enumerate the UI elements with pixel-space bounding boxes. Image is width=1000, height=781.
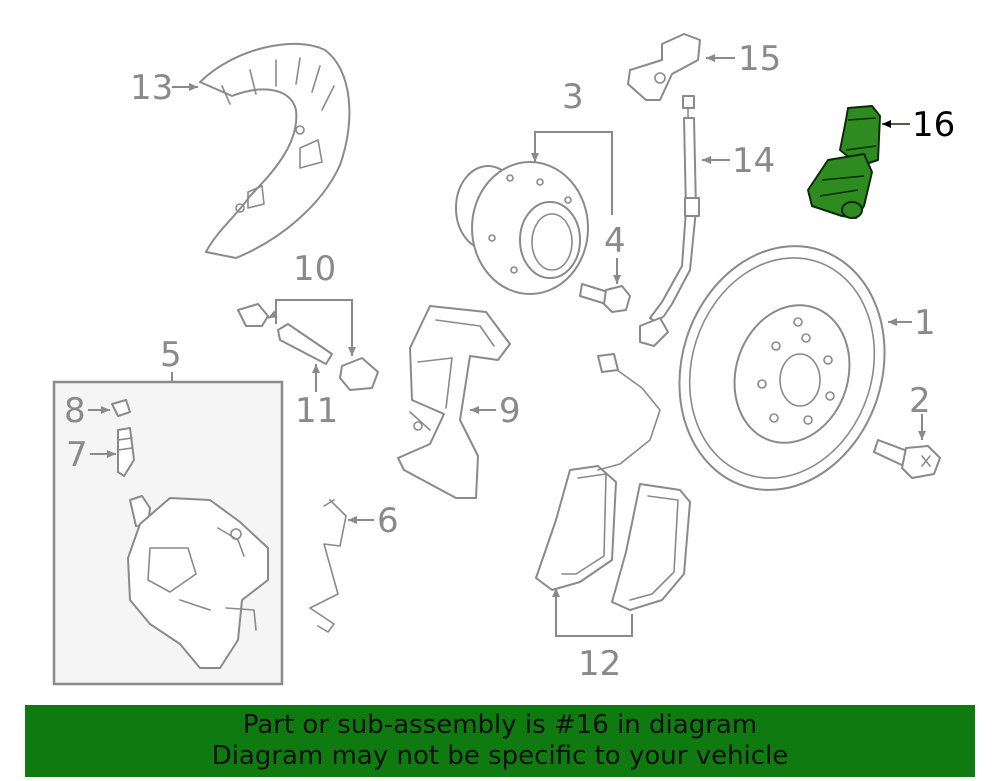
brake-exploded-diagram: 13 15 3 4 14 <box>52 33 955 686</box>
guide-bushing-part <box>339 357 379 391</box>
bleed-screw-part <box>117 427 135 477</box>
retaining-spring-part <box>309 499 347 633</box>
callout-13: 13 <box>130 68 173 108</box>
callout-2: 2 <box>909 381 931 421</box>
guide-pin-bolt-part <box>237 303 269 327</box>
callout-16: 16 <box>912 105 955 145</box>
callout-9: 9 <box>499 391 521 431</box>
callout-12: 12 <box>578 644 621 684</box>
callout-15: 15 <box>738 39 781 79</box>
brake-hose-part <box>639 95 700 347</box>
callout-6: 6 <box>377 501 399 541</box>
wheel-bolt-part <box>873 439 941 479</box>
brake-caliper-part <box>127 495 269 669</box>
callout-3: 3 <box>562 77 584 117</box>
wear-sensor-wire-part <box>597 353 661 471</box>
guide-pin-part <box>277 323 333 365</box>
callout-4: 4 <box>604 221 626 261</box>
wheel-speed-sensor-part <box>807 105 881 219</box>
banner-line-2: Diagram may not be specific to your vehi… <box>211 741 789 771</box>
brake-disc-part <box>678 245 886 491</box>
banner-line-1: Part or sub-assembly is #16 in diagram <box>242 710 758 740</box>
info-banner: Part or sub-assembly is #16 in diagram D… <box>25 705 975 777</box>
callout-1: 1 <box>914 303 936 343</box>
callout-7: 7 <box>66 435 88 475</box>
bracket-part <box>627 33 701 101</box>
callout-8: 8 <box>64 391 86 431</box>
hub-bolt-part <box>579 283 631 313</box>
callout-14: 14 <box>732 141 775 181</box>
callout-10: 10 <box>293 249 336 289</box>
callout-5: 5 <box>160 335 182 375</box>
bleed-cap-part <box>111 399 131 417</box>
caliper-carrier-part <box>397 305 511 499</box>
wheel-hub-part <box>455 161 589 295</box>
brake-pads-part <box>535 465 691 611</box>
splash-shield-part <box>199 42 351 259</box>
callout-11: 11 <box>295 391 338 431</box>
